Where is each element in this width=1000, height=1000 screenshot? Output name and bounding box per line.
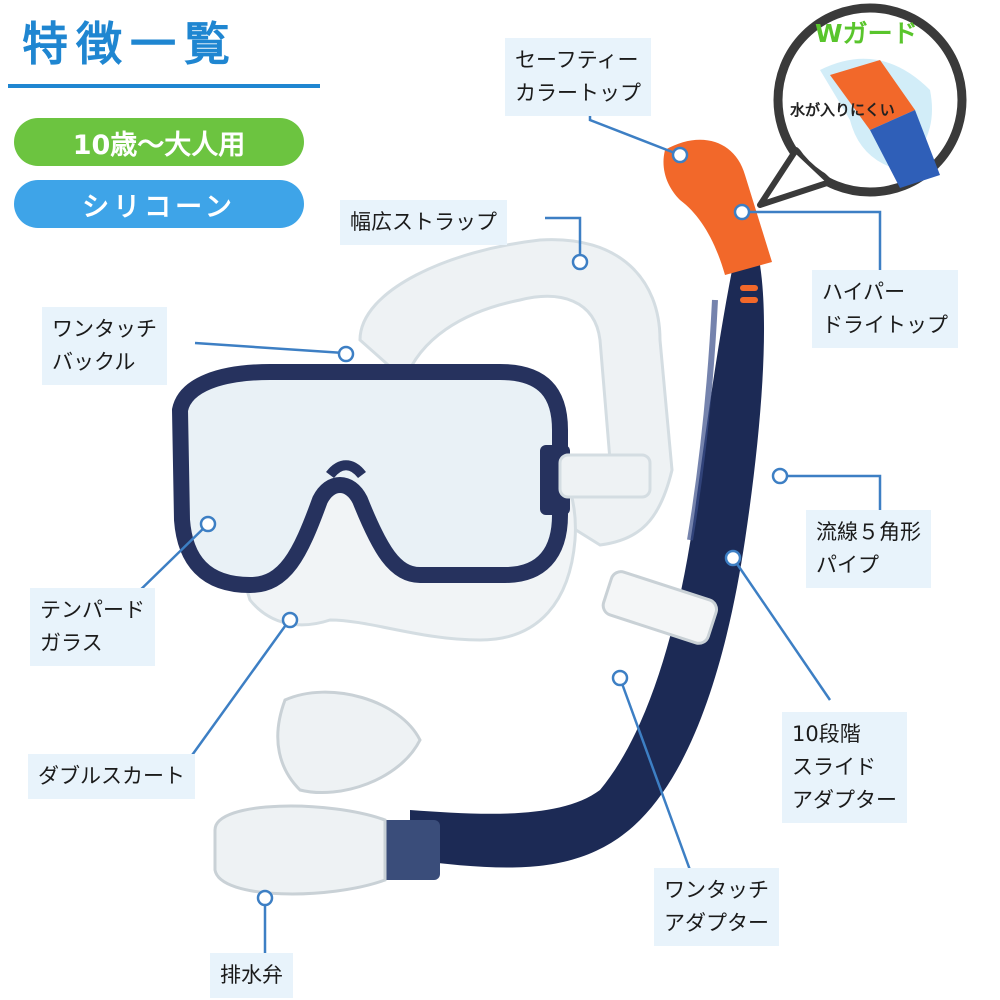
w-guard-subtitle: 水が入りにくい (790, 101, 895, 119)
w-guard-circle (757, 3, 967, 208)
leader-lines (129, 100, 882, 955)
safety-top-graphic (663, 139, 772, 275)
label-double-skirt: ダブルスカート (28, 754, 195, 799)
label-tempered-glass: テンパード ガラス (30, 588, 155, 666)
label-wide-strap: 幅広ストラップ (340, 200, 507, 245)
label-drain-valve: 排水弁 (210, 953, 293, 998)
age-badge: 10歳〜大人用 (14, 118, 304, 166)
label-slide-adapter: 10段階 スライド アダプター (782, 712, 907, 823)
label-hyper-dry-top: ハイパー ドライトップ (812, 270, 958, 348)
label-one-touch-buckle: ワンタッチ バックル (42, 307, 167, 385)
page-title: 特徴一覧 (22, 17, 238, 71)
mask-frame-graphic (171, 364, 568, 594)
label-streamline-pipe: 流線５角形 パイプ (806, 510, 931, 588)
label-safety-color-top: セーフティー カラートップ (505, 38, 651, 116)
w-guard-title: Wガード (815, 19, 918, 48)
leader-dots (199, 146, 789, 907)
material-badge: シリコーン (14, 180, 304, 228)
label-one-touch-adapter: ワンタッチ アダプター (654, 868, 779, 946)
snorkel-tube-graphic (410, 255, 765, 868)
title-underline (8, 84, 320, 88)
